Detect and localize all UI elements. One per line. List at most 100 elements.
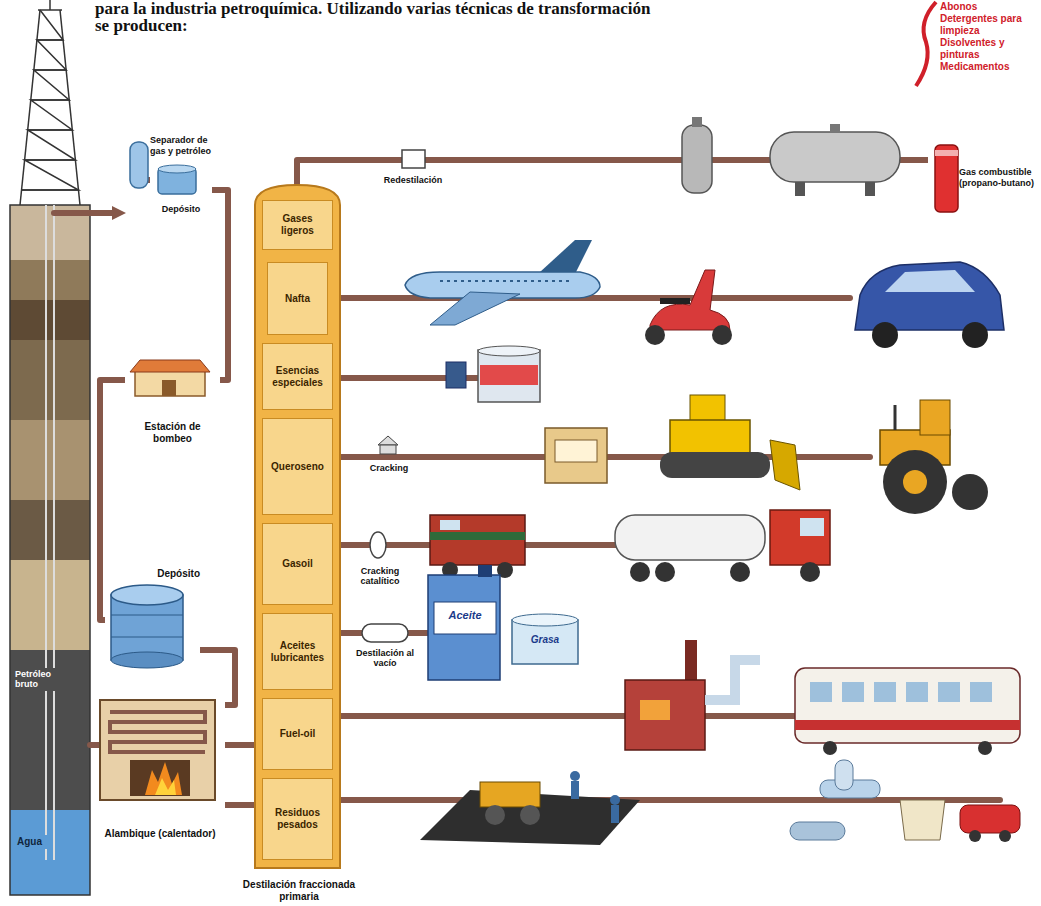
red-bracket bbox=[916, 2, 936, 86]
storage-tank bbox=[111, 585, 183, 605]
column-section: Nafta bbox=[270, 293, 325, 305]
asphalt-works bbox=[610, 795, 620, 805]
asphalt-works bbox=[480, 782, 540, 807]
title-text: para la industria petroquímica. Utilizan… bbox=[95, 0, 665, 34]
grease-tin bbox=[512, 620, 578, 664]
train bbox=[823, 741, 837, 755]
car bbox=[885, 270, 975, 292]
well-strata bbox=[10, 650, 90, 810]
well-strata bbox=[10, 810, 90, 895]
train bbox=[874, 682, 896, 702]
tractor bbox=[952, 474, 988, 510]
toy-car bbox=[999, 830, 1011, 842]
gas-tank bbox=[830, 124, 840, 133]
locomotive bbox=[430, 532, 525, 540]
bucket bbox=[900, 800, 945, 840]
furnace bbox=[110, 712, 205, 752]
car bbox=[872, 322, 898, 348]
scooter bbox=[660, 298, 690, 304]
boiler bbox=[625, 640, 760, 750]
pump-house bbox=[130, 360, 210, 372]
airplane bbox=[405, 240, 600, 325]
train bbox=[795, 668, 1020, 755]
column-section: Fuel-oil bbox=[265, 728, 330, 740]
grease-tin bbox=[512, 614, 578, 626]
column-section: Gases ligeros bbox=[265, 213, 330, 237]
valve-icon bbox=[370, 532, 386, 558]
gas-bottle bbox=[682, 125, 712, 193]
asphalt-works bbox=[420, 771, 640, 845]
airplane bbox=[440, 280, 570, 282]
cracking-icon bbox=[378, 436, 398, 454]
gas-tank bbox=[795, 182, 805, 196]
furnace-label: Alambique (calentador) bbox=[95, 828, 225, 840]
plastic-roll bbox=[790, 822, 845, 840]
bulldozer bbox=[670, 420, 750, 455]
gas-cylinder bbox=[935, 145, 958, 212]
well-label: Petróleo bruto bbox=[13, 668, 57, 691]
product-list-item: Abonos bbox=[940, 1, 1038, 13]
product-pipes bbox=[54, 210, 114, 216]
scooter bbox=[645, 270, 732, 345]
storage-tank bbox=[111, 652, 183, 668]
product-pipes bbox=[340, 713, 800, 719]
column-section: Gases ligeros bbox=[262, 200, 333, 250]
paint-can bbox=[478, 350, 540, 402]
bulldozer bbox=[660, 452, 770, 478]
well-strata bbox=[10, 560, 90, 650]
asphalt-works bbox=[570, 771, 580, 781]
train bbox=[938, 682, 960, 702]
pipe-connector bbox=[212, 190, 228, 380]
gas-label: Gas combustible (propano-butano) bbox=[959, 167, 1038, 189]
asphalt-works bbox=[485, 805, 505, 825]
column-section: Gasoil bbox=[262, 523, 333, 605]
boiler bbox=[640, 700, 670, 720]
pump-house bbox=[135, 370, 205, 396]
gas-tank bbox=[865, 182, 875, 196]
tank-label: Depósito bbox=[105, 568, 200, 580]
cracking-icon bbox=[378, 436, 398, 445]
redistill-icon bbox=[402, 150, 425, 168]
well-strata bbox=[10, 500, 90, 560]
pump-house bbox=[162, 380, 176, 396]
well-label: Agua bbox=[15, 835, 51, 849]
tanker-truck bbox=[630, 562, 650, 582]
storage-tank bbox=[111, 637, 183, 638]
well-strata bbox=[10, 260, 90, 300]
product-name: Grasa bbox=[517, 634, 573, 646]
furnace bbox=[155, 778, 176, 795]
asphalt-works bbox=[571, 781, 579, 799]
station-label: Estación de bombeo bbox=[125, 421, 220, 445]
product-list-item: Medicamentos bbox=[940, 61, 1038, 73]
storage-tank bbox=[111, 585, 183, 668]
bucket bbox=[900, 800, 945, 840]
storage-tank bbox=[111, 615, 183, 616]
paint-can bbox=[478, 346, 540, 356]
oil-derrick bbox=[38, 9, 62, 11]
paint-can bbox=[478, 346, 540, 402]
gas-cylinder bbox=[935, 145, 958, 212]
furnace bbox=[100, 700, 215, 800]
oil-can bbox=[428, 565, 500, 680]
tanker-truck bbox=[655, 562, 675, 582]
tractor bbox=[903, 470, 927, 494]
distillation-column bbox=[255, 185, 340, 868]
heater-box bbox=[545, 428, 607, 483]
grease-tin bbox=[512, 614, 578, 664]
tractor bbox=[880, 400, 988, 514]
column-section: Esencias especiales bbox=[262, 343, 333, 410]
gas-cylinder bbox=[935, 150, 958, 156]
process-label: Cracking catalítico bbox=[343, 566, 417, 587]
labelled-node: Destilación fraccionada primariaGases li… bbox=[240, 185, 358, 905]
product-list: AbonosDetergentes para limpiezaDisolvent… bbox=[940, 1, 1038, 73]
column-section: Aceites lubricantes bbox=[265, 640, 330, 664]
plastic-roll bbox=[790, 822, 845, 840]
column-section: Queroseno bbox=[262, 418, 333, 515]
gas-bottle bbox=[692, 117, 702, 127]
well-strata bbox=[45, 205, 47, 860]
furnace bbox=[145, 762, 182, 795]
valve-icon bbox=[370, 532, 386, 558]
heater-box bbox=[545, 428, 607, 483]
oil-can bbox=[428, 575, 500, 680]
